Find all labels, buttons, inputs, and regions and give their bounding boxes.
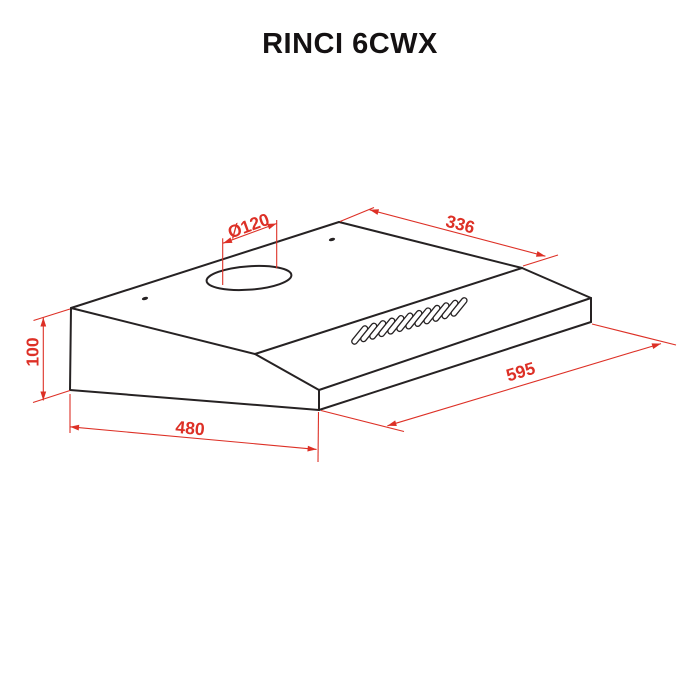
dim-line-bottom-depth	[69, 426, 317, 450]
hood-outline-edge	[318, 297, 592, 391]
product-title: RINCI 6CWX	[262, 28, 438, 60]
dim-label-outlet-diameter: Ø120	[225, 209, 272, 243]
dim-extension-line-width	[591, 323, 677, 346]
hood-outline-edge	[70, 307, 256, 355]
hood-outline-edge	[521, 267, 592, 299]
hood-outline-edge	[254, 353, 320, 391]
hood-outline-edge	[338, 221, 523, 269]
dim-arrowhead	[40, 391, 47, 401]
dim-arrowhead	[369, 209, 380, 215]
dim-extension-line-height	[32, 389, 71, 404]
dim-extension-line-height	[33, 308, 71, 322]
hood-outline-edge	[70, 221, 340, 309]
dim-line-top-depth	[369, 209, 546, 257]
dim-extension-line-bottom-depth	[317, 411, 320, 463]
hood-outline-edge	[318, 321, 592, 411]
hood-outline-edge	[69, 307, 72, 391]
dim-arrowhead	[70, 424, 80, 431]
dim-line-outlet-diameter	[222, 222, 277, 244]
dim-extension-line-top-depth	[522, 254, 559, 267]
exhaust-hole	[205, 264, 293, 292]
dim-arrowhead	[307, 445, 317, 452]
dim-label-width: 595	[504, 358, 538, 386]
dim-arrowhead	[535, 251, 546, 257]
dim-extension-line-width	[320, 409, 405, 433]
dim-label-top-depth: 336	[444, 211, 478, 238]
mount-hole	[141, 296, 149, 301]
dim-arrowhead	[223, 237, 233, 244]
dim-arrowhead	[651, 343, 661, 349]
dim-extension-line-top-depth	[339, 206, 375, 223]
vent-slot	[450, 297, 468, 317]
dim-label-height: 100	[23, 337, 43, 366]
hood-outline-edge	[254, 267, 523, 355]
dim-label-bottom-depth: 480	[175, 417, 206, 440]
dim-arrowhead	[40, 317, 47, 327]
dim-line-width	[387, 343, 662, 427]
hood-outline-edge	[69, 389, 320, 411]
dim-arrowhead	[387, 420, 397, 426]
dim-arrowhead	[267, 223, 277, 230]
mount-hole	[328, 237, 336, 242]
